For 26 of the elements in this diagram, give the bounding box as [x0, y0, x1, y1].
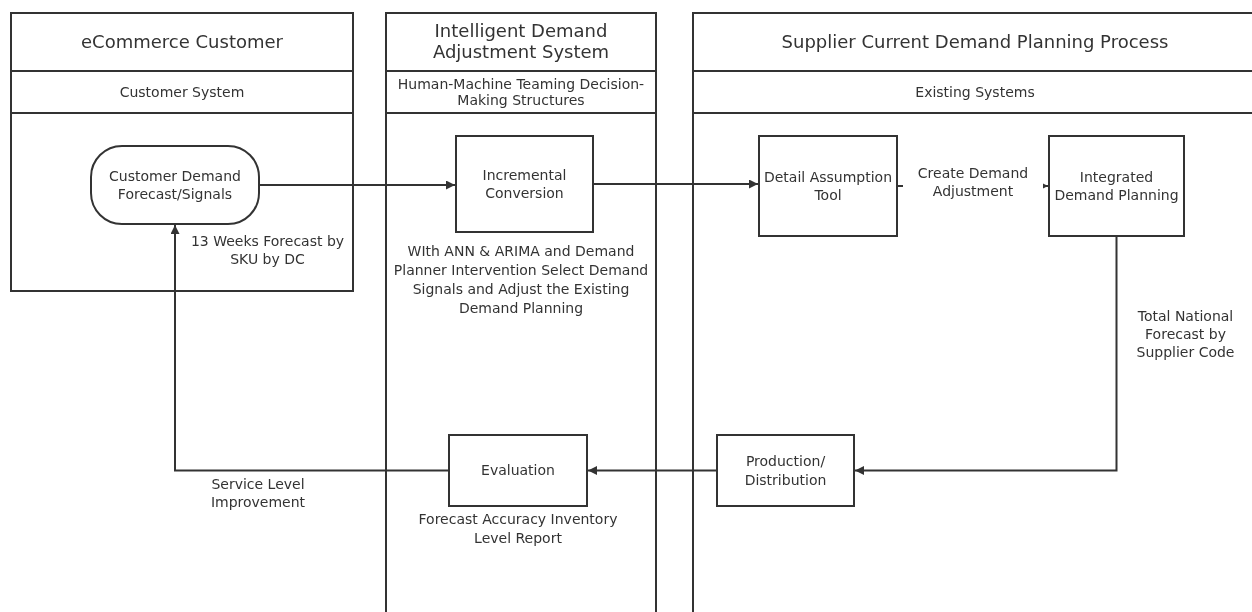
arrow	[170, 224, 449, 472]
annotation-text: WIth ANN & ARIMA and Demand Planner Intervention Select Demand Signals and Adjust the Existing Demand Planning	[392, 242, 650, 318]
process-box: Production/ Distribution	[716, 434, 855, 507]
swimlane	[385, 12, 657, 612]
annotation-text: Forecast Accuracy Inventory Level Report	[417, 510, 619, 548]
process-box: Evaluation	[448, 434, 588, 507]
arrow	[593, 179, 759, 189]
arrow	[587, 466, 717, 475]
lane-title: eCommerce Customer	[81, 31, 283, 53]
process-box: Incremental Conversion	[455, 135, 594, 233]
edge-label: Service Level Improvement	[209, 474, 307, 511]
process-box: Detail Assumption Tool	[758, 135, 898, 237]
arrow	[259, 180, 456, 190]
terminal-shape: Customer Demand Forecast/Signals	[90, 145, 260, 225]
swimlane	[692, 12, 1252, 612]
edge-label: Total National Forecast by Supplier Code	[1135, 307, 1236, 362]
lane-title: Supplier Current Demand Planning Process	[781, 31, 1169, 53]
edge-label: Create Demand Adjustment	[903, 164, 1043, 201]
swimlane	[10, 12, 354, 292]
process-box: Integrated Demand Planning	[1048, 135, 1185, 237]
lane-subtitle: Customer System	[119, 83, 245, 101]
lane-subtitle: Human-Machine Teaming Decision-Making Structures	[396, 75, 646, 109]
annotation-text: 13 Weeks Forecast by SKU by DC	[189, 232, 346, 269]
lane-subtitle: Existing Systems	[915, 83, 1035, 101]
arrow	[854, 236, 1118, 475]
lane-title: Intelligent Demand Adjustment System	[431, 21, 611, 63]
